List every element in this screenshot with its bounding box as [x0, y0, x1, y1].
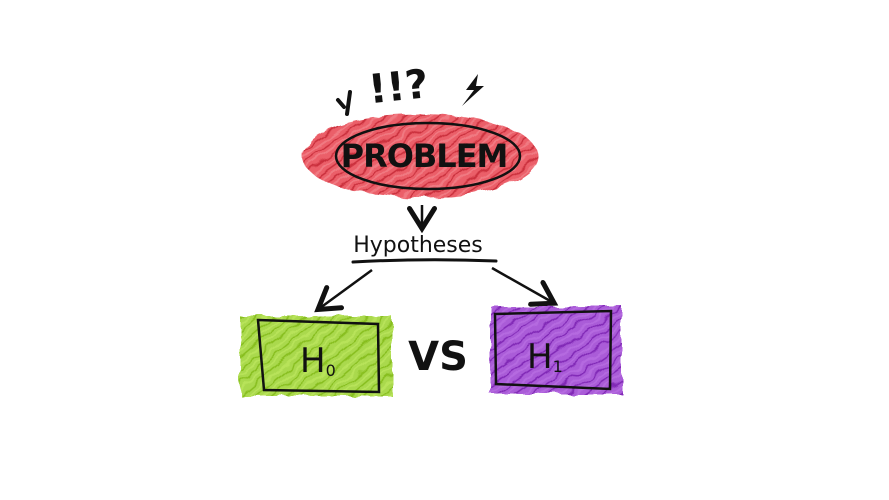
- problem-outline: [334, 121, 522, 191]
- alt-hypothesis-h: H: [527, 337, 553, 377]
- null-hypothesis-node: H0: [240, 316, 392, 396]
- exclamation-marks: !!?: [336, 61, 484, 116]
- null-hypothesis-subscript: 0: [326, 361, 336, 380]
- exclamation-text: !!?: [366, 61, 430, 113]
- null-hypothesis-outline: [256, 318, 381, 394]
- burst-left-icon: [336, 90, 352, 116]
- lightning-icon: [462, 74, 484, 106]
- problem-fill: [302, 114, 538, 198]
- problem-label: PROBLEM: [341, 137, 508, 175]
- hypotheses-node: Hypotheses: [351, 233, 498, 264]
- alt-hypothesis-subscript: 1: [553, 357, 563, 376]
- alt-hypothesis-node: H1: [490, 306, 622, 394]
- vs-label: VS: [408, 334, 468, 380]
- arrow-to-null-hypothesis: [314, 268, 373, 313]
- null-hypothesis-label: H0: [300, 341, 336, 381]
- alt-hypothesis-outline: [493, 309, 613, 391]
- alt-hypothesis-label: H1: [527, 337, 563, 377]
- problem-node: PROBLEM: [302, 114, 538, 198]
- arrow-to-alt-hypothesis: [491, 266, 559, 307]
- null-hypothesis-fill: [240, 316, 392, 396]
- hypotheses-underline: [351, 258, 498, 264]
- alt-hypothesis-fill: [490, 306, 622, 394]
- null-hypothesis-h: H: [300, 341, 326, 381]
- hypotheses-label: Hypotheses: [353, 233, 483, 258]
